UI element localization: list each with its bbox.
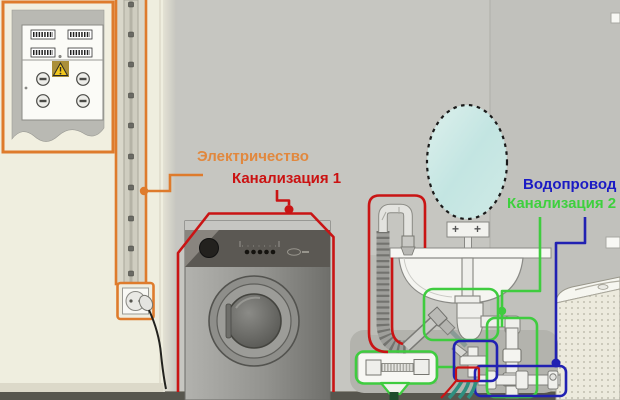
electricity-label: Электричество bbox=[197, 148, 309, 165]
sewage2-label: Канализация 2 bbox=[507, 195, 617, 212]
faucet-handle-left: + bbox=[452, 222, 460, 236]
electricity-callout bbox=[139, 173, 203, 196]
water-dot bbox=[551, 358, 561, 368]
hose-arch-outline bbox=[367, 194, 427, 333]
mirror bbox=[425, 103, 509, 221]
sewage1-highlight bbox=[176, 190, 481, 399]
panel-dials bbox=[36, 72, 90, 108]
floor-drain bbox=[389, 392, 399, 400]
hose-coupling bbox=[357, 352, 437, 384]
bathtub bbox=[555, 276, 620, 400]
sink-tailpipe bbox=[461, 257, 474, 301]
panel-buttons bbox=[239, 241, 280, 255]
cable-conduit bbox=[114, 0, 148, 286]
sewage1-dot bbox=[284, 205, 294, 214]
brand-logo bbox=[287, 248, 309, 256]
conduit-rivets bbox=[128, 1, 134, 277]
drain-funnel bbox=[379, 381, 411, 396]
door-handle bbox=[225, 303, 232, 339]
wall-tile-top bbox=[610, 12, 620, 24]
power-cord bbox=[148, 309, 167, 390]
warning-triangle-icon bbox=[52, 61, 69, 77]
sewage1-label: Канализация 1 bbox=[232, 170, 342, 187]
machine-outline bbox=[176, 212, 335, 392]
wall-socket bbox=[116, 281, 167, 390]
electrical-panel bbox=[1, 0, 115, 154]
inlet-hoses bbox=[447, 380, 478, 400]
meter-windows bbox=[30, 29, 93, 58]
sewage2-dot bbox=[497, 306, 507, 316]
water-supply-label: Водопровод bbox=[523, 176, 617, 193]
siphon-assembly bbox=[454, 257, 522, 399]
washing-machine-door bbox=[208, 275, 300, 367]
supply-tee-valve bbox=[438, 318, 487, 378]
program-knob bbox=[199, 238, 219, 258]
bottle-trap bbox=[456, 302, 484, 341]
hose-nut bbox=[427, 306, 448, 327]
drain-hose bbox=[376, 203, 448, 354]
washing-machine bbox=[184, 220, 331, 400]
faucet-handle-right: + bbox=[474, 222, 482, 236]
wall-tile-mid bbox=[605, 236, 620, 249]
